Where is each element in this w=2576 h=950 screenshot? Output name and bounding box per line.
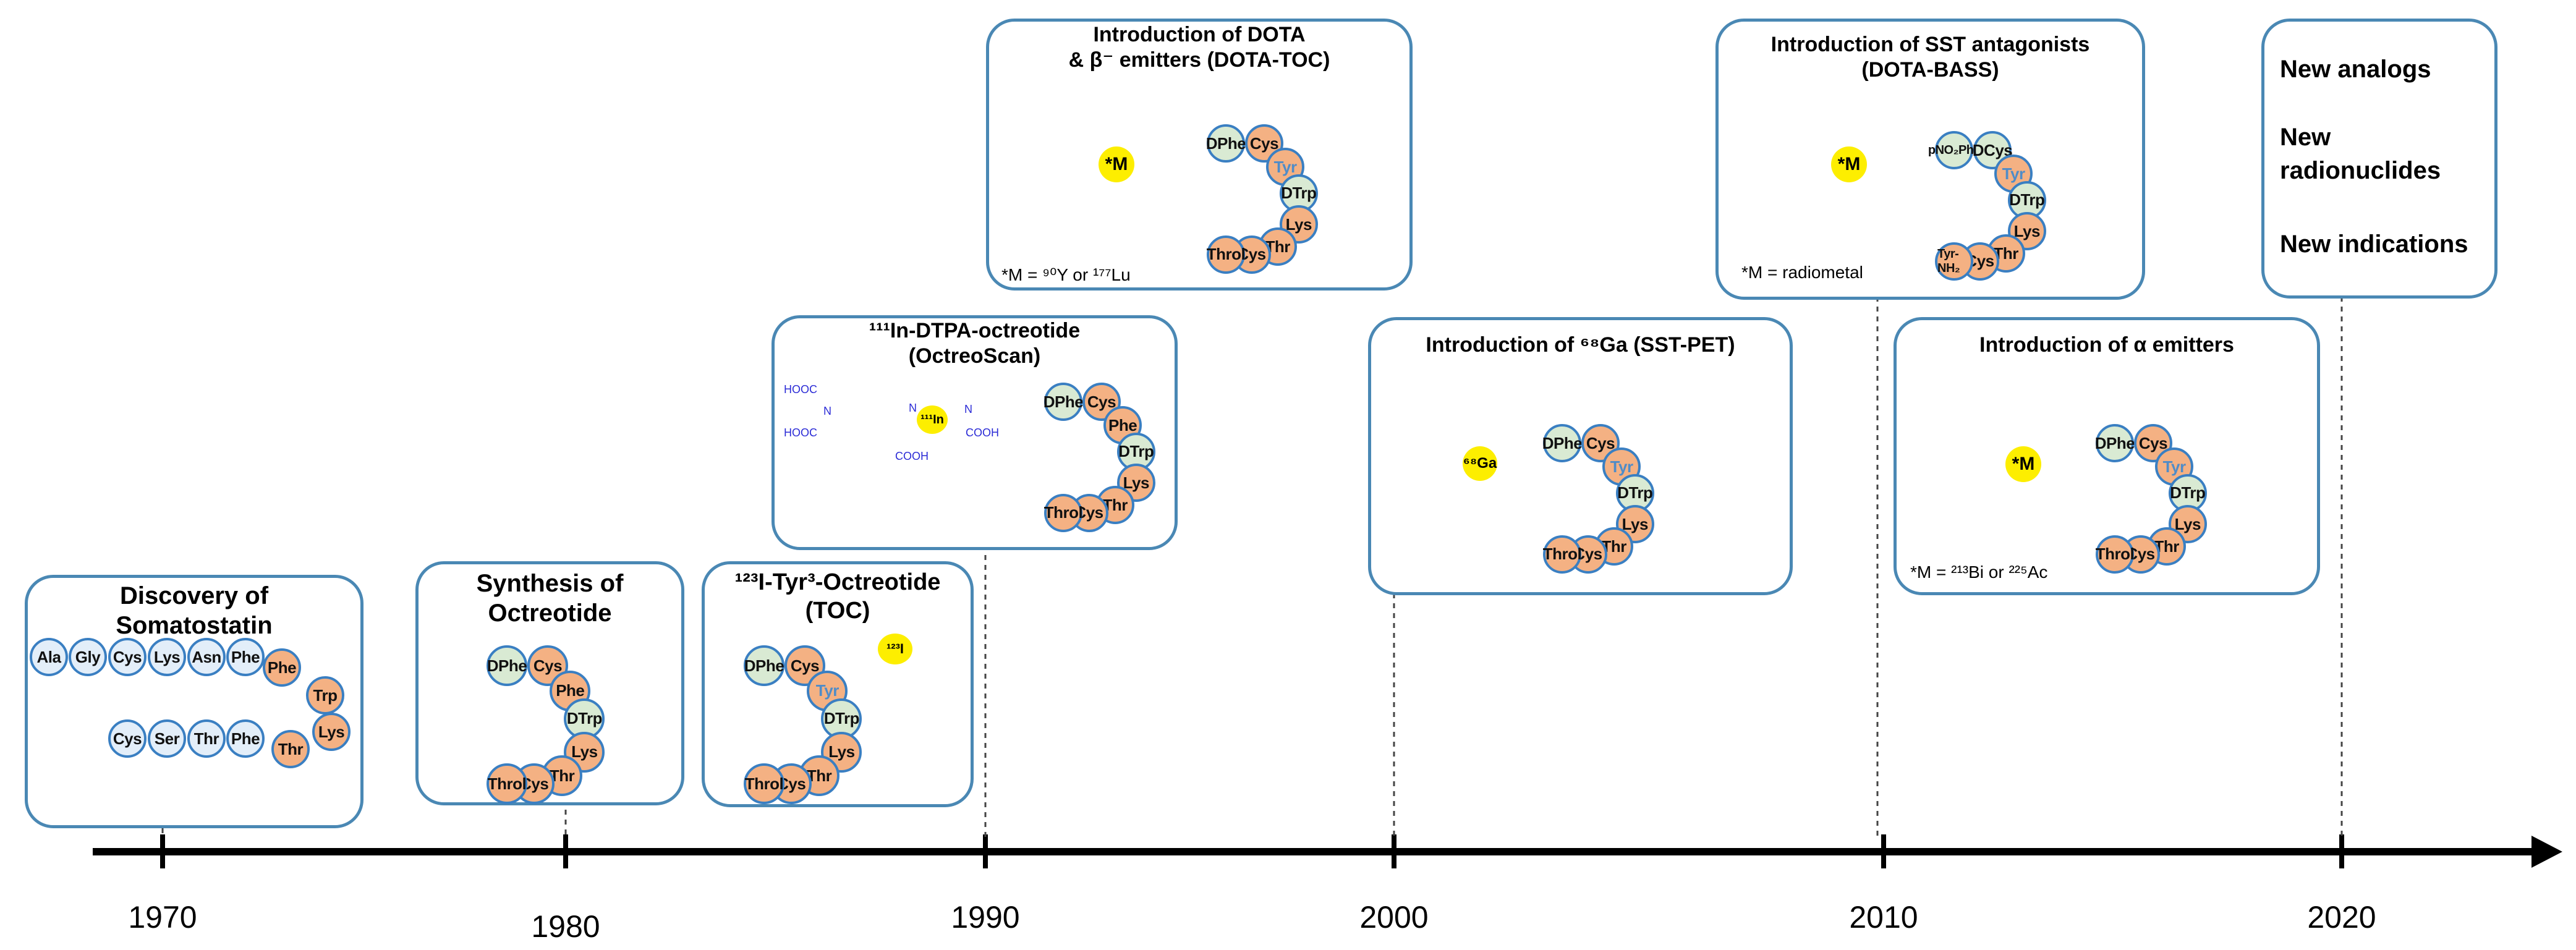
toc-title: ¹²³I-Tyr³-Octreotide (TOC) (734, 569, 941, 624)
chem-label: HOOC (784, 426, 817, 439)
residue-lys: Lys (312, 713, 351, 751)
dotatoc-note: *M = ⁹⁰Y or ¹⁷⁷Lu (1001, 265, 1131, 284)
residue-throl: Throl (1543, 535, 1582, 574)
ga68-title: Introduction of ⁶⁸Ga (SST-PET) (1426, 333, 1735, 357)
residue-pnophe: pNO₂Phe (1928, 131, 1981, 169)
ga68-metal: ⁶⁸Ga (1463, 446, 1497, 481)
somatostatin-title: Discovery of Somatostatin (116, 582, 273, 639)
octreoscan-title: ¹¹¹In-DTPA-octreotide (OctreoScan) (869, 319, 1081, 368)
year-label: 2020 (2307, 900, 2376, 935)
iodine-label: ¹²³I (878, 634, 912, 664)
residue-phe: Phe (226, 638, 265, 676)
residue-ala: Ala (30, 638, 68, 676)
year-label: 2010 (1849, 900, 1918, 935)
future-item-0: New analogs (2280, 56, 2431, 83)
residue-dtrp: DTrp (1116, 432, 1155, 471)
residue-cys: Cys (108, 719, 147, 758)
year-label: 1980 (531, 909, 600, 944)
residue-thr: Thr (271, 730, 310, 768)
chem-label: N (964, 403, 972, 415)
residue-cys: Cys (1245, 124, 1283, 163)
future-box (2261, 19, 2497, 299)
alpha-note: *M = ²¹³Bi or ²²⁵Ac (1910, 562, 2048, 582)
dotatoc-box (986, 19, 1413, 291)
residue-dtrp: DTrp (564, 698, 605, 739)
residue-dphe: DPhe (1044, 383, 1084, 421)
chem-label: HOOC (784, 383, 817, 396)
octreotide-title: Synthesis of Octreotide (476, 570, 624, 627)
alpha-title: Introduction of α emitters (1979, 333, 2234, 357)
residue-throl: Throl (487, 763, 527, 805)
residue-trp: Trp (306, 676, 344, 715)
residue-phe: Phe (263, 648, 301, 687)
residue-throl: Throl (1207, 235, 1246, 274)
year-label: 2000 (1359, 900, 1429, 935)
chem-label: COOH (895, 450, 929, 462)
residue-dphe: DPhe (2095, 424, 2135, 462)
residue-throl: Throl (1044, 493, 1083, 532)
residue-lys: Lys (148, 638, 186, 676)
residue-lys: Lys (2007, 212, 2046, 251)
chem-label: N (823, 405, 831, 417)
residue-dphe: DPhe (744, 645, 784, 686)
bass-metal: *M (1831, 146, 1867, 182)
residue-dphe: DPhe (487, 645, 527, 686)
residue-dphe: DPhe (1206, 124, 1246, 163)
residue-thr: Thr (187, 719, 226, 758)
bass-title: Introduction of SST antagonists (DOTA-BA… (1770, 33, 2090, 82)
residue-dphe: DPhe (1542, 424, 1583, 462)
year-label: 1990 (951, 900, 1020, 935)
chem-label: N (909, 402, 917, 414)
octreoscan-metal: ¹¹¹In (917, 405, 948, 434)
residue-throl: Throl (2096, 535, 2135, 574)
bass-box (1715, 19, 2145, 300)
bass-note: *M = radiometal (1741, 263, 1863, 282)
future-item-2: New indications (2280, 231, 2468, 258)
alpha-metal: *M (2005, 446, 2041, 482)
residue-phe: Phe (226, 719, 265, 758)
year-label: 1970 (128, 900, 197, 935)
timeline-arrowhead (2531, 836, 2562, 868)
dotatoc-title: Introduction of DOTA & β⁻ emitters (DOTA… (1068, 23, 1330, 72)
residue-cys: Cys (1082, 383, 1121, 421)
residue-tyrnh: Tyr-NH₂ (1935, 242, 1973, 281)
residue-dtrp: DTrp (2168, 473, 2207, 512)
future-item-1: New radionuclides (2280, 124, 2441, 184)
dotatoc-metal: *M (1099, 146, 1134, 182)
residue-gly: Gly (69, 638, 107, 676)
residue-asn: Asn (187, 638, 226, 676)
residue-cys: Cys (1581, 424, 1620, 462)
residue-ser: Ser (148, 719, 186, 758)
residue-throl: Throl (744, 763, 784, 805)
chem-label: COOH (966, 426, 999, 439)
residue-lys: Lys (1615, 505, 1654, 544)
residue-cys: Cys (108, 638, 147, 676)
